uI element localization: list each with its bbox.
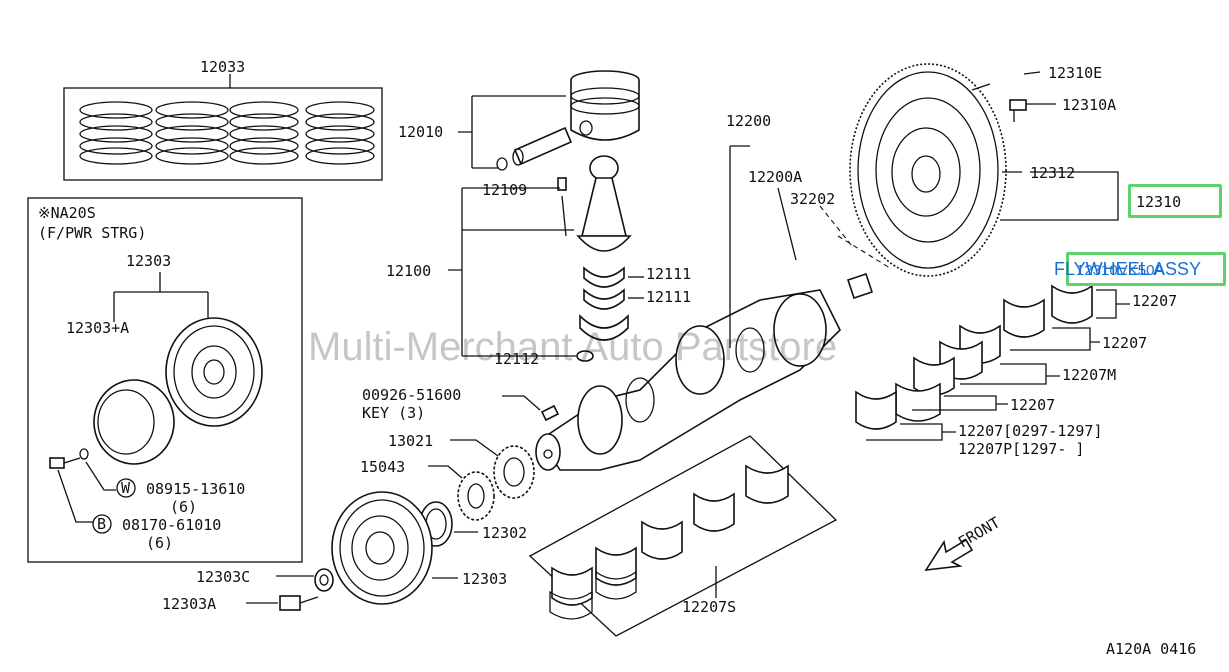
pilot-bushing: [846, 272, 874, 300]
label-00926-51600[interactable]: 00926-51600: [362, 386, 461, 404]
label-12312[interactable]: 12312: [1030, 164, 1075, 182]
label-32202[interactable]: 32202: [790, 190, 835, 208]
label-12207p[interactable]: 12207P[1297- ]: [958, 440, 1084, 458]
bolt-marker: B: [97, 515, 106, 533]
label-12302[interactable]: 12302: [482, 524, 527, 542]
label-12310a[interactable]: 12310A: [1062, 96, 1116, 114]
inset-note-line1: ※NA20S: [38, 204, 96, 222]
bearing-shells-rod: [576, 266, 629, 362]
label-08915-13610[interactable]: 08915-13610: [146, 480, 245, 498]
inset-pulley: [165, 317, 263, 427]
ring-3: [229, 101, 299, 165]
connecting-rod: [557, 155, 632, 252]
watermark: Multi-Merchant Auto Partstore: [308, 325, 837, 369]
flywheel: [849, 63, 1007, 277]
pulley-bolt: [279, 595, 319, 611]
main-bearing-set: [528, 435, 838, 637]
label-12303-main[interactable]: 12303: [462, 570, 507, 588]
piston-pin: [496, 126, 573, 171]
front-label: FRONT: [955, 513, 1003, 551]
front-arrow: FRONT: [924, 513, 1003, 571]
ring-2: [155, 101, 229, 165]
piston-ring-set: 12033: [63, 58, 383, 181]
crankshaft: [535, 289, 841, 471]
inset-box: ※NA20S (F/PWR STRG) 12303 12303+A W B 08…: [27, 197, 303, 563]
label-13021[interactable]: 13021: [388, 432, 433, 450]
piston: [570, 70, 640, 141]
flywheel-description: FLYWHEEL ASSY: [1054, 259, 1202, 279]
woodruff-key: [540, 404, 560, 422]
crank-pulley: [331, 491, 433, 605]
inset-note-line2: (F/PWR STRG): [38, 224, 146, 242]
ring-4: [305, 101, 375, 165]
catalog-number[interactable]: 12310VK50A: [1076, 262, 1164, 279]
qty-6-a: (6): [170, 498, 197, 516]
qty-6-b: (6): [146, 534, 173, 552]
crank-sprocket: [493, 445, 535, 499]
label-12112[interactable]: 12112: [494, 350, 539, 368]
label-12303-plus-a[interactable]: 12303+A: [66, 319, 129, 337]
main-bearings-right: [855, 284, 1093, 430]
label-12207m[interactable]: 12207M: [1062, 366, 1116, 384]
label-12200[interactable]: 12200: [726, 112, 771, 130]
label-12111-a[interactable]: 12111: [646, 265, 691, 283]
washer-marker: W: [121, 479, 131, 497]
label-12303a[interactable]: 12303A: [162, 595, 216, 613]
label-12207-a[interactable]: 12207: [1132, 292, 1177, 310]
label-key: KEY (3): [362, 404, 425, 422]
pulley-washer: [314, 568, 334, 592]
label-12100[interactable]: 12100: [386, 262, 431, 280]
figure-code: A120A 0416: [1106, 640, 1196, 658]
label-08170-61010[interactable]: 08170-61010: [122, 516, 221, 534]
label-12207-b[interactable]: 12207: [1102, 334, 1147, 352]
label-12111-b[interactable]: 12111: [646, 288, 691, 306]
label-12207s[interactable]: 12207S: [682, 598, 736, 616]
label-12200a[interactable]: 12200A: [748, 168, 802, 186]
inset-bolt: [49, 448, 89, 469]
oil-pump-gear: [457, 471, 495, 521]
label-12010[interactable]: 12010: [398, 123, 443, 141]
part-highlight-box[interactable]: [1128, 184, 1222, 218]
label-12109[interactable]: 12109: [482, 181, 527, 199]
label-12303[interactable]: 12303: [126, 252, 171, 270]
inset-hub: [93, 379, 175, 465]
label-12033[interactable]: 12033: [200, 58, 245, 76]
flywheel-bolt: [1009, 99, 1027, 122]
label-12303c[interactable]: 12303C: [196, 568, 250, 586]
catalog-highlight-box[interactable]: [1066, 252, 1226, 286]
label-12207-c[interactable]: 12207: [1010, 396, 1055, 414]
ring-1: [79, 101, 153, 165]
label-12310e[interactable]: 12310E: [1048, 64, 1102, 82]
label-12207-d[interactable]: 12207[0297-1297]: [958, 422, 1103, 440]
label-15043[interactable]: 15043: [360, 458, 405, 476]
label-12310[interactable]: 12310: [1136, 193, 1181, 211]
